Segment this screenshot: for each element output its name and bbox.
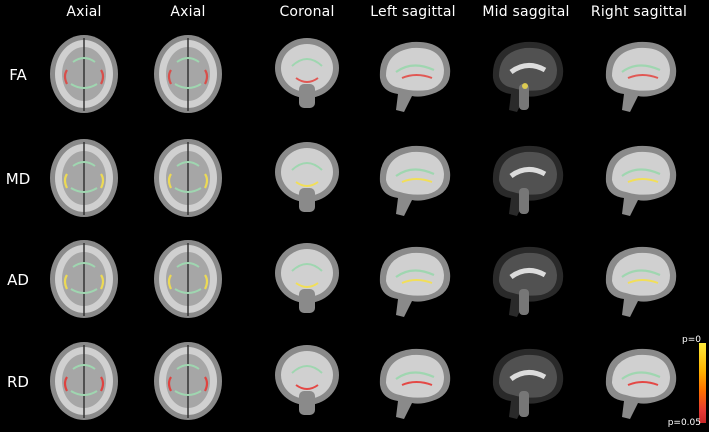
column-title-coronal: Coronal: [279, 4, 335, 20]
column-title-left-sagittal: Left sagittal: [370, 4, 456, 20]
row-label-rd: RD: [7, 373, 29, 391]
brain-slice-fa-axial-2: [147, 32, 229, 116]
brain-slice-md-coronal: [266, 136, 348, 220]
brain-slice-ad-axial-1: [43, 237, 125, 321]
colorbar-top-label: p=0: [682, 335, 701, 345]
brain-slice-fa-right-sagittal: [598, 32, 680, 116]
brain-slice-fa-left-sagittal: [372, 32, 454, 116]
brain-slice-md-mid-sagittal: [485, 136, 567, 220]
column-title-axial-2: Axial: [170, 4, 206, 20]
brain-slice-md-left-sagittal: [372, 136, 454, 220]
column-title-right-sagittal: Right sagittal: [590, 4, 688, 20]
brain-slice-rd-mid-sagittal: [485, 339, 567, 423]
row-label-fa: FA: [9, 66, 27, 84]
brain-slice-fa-coronal: [266, 32, 348, 116]
brain-slice-ad-coronal: [266, 237, 348, 321]
brain-slice-ad-right-sagittal: [598, 237, 680, 321]
brain-slice-fa-mid-sagittal: [485, 32, 567, 116]
brain-slice-md-axial-1: [43, 136, 125, 220]
brain-slice-rd-left-sagittal: [372, 339, 454, 423]
brain-slice-ad-mid-sagittal: [485, 237, 567, 321]
colorbar-bottom-label: p=0.05: [667, 418, 701, 428]
brain-slice-fa-axial-1: [43, 32, 125, 116]
column-title-mid-sagittal: Mid saggital: [482, 4, 570, 20]
brain-slice-rd-axial-1: [43, 339, 125, 423]
brain-slice-rd-right-sagittal: [598, 339, 680, 423]
brain-slice-rd-axial-2: [147, 339, 229, 423]
row-label-ad: AD: [7, 271, 29, 289]
column-title-axial-1: Axial: [66, 4, 102, 20]
brain-slice-md-right-sagittal: [598, 136, 680, 220]
brain-slice-ad-axial-2: [147, 237, 229, 321]
row-label-md: MD: [5, 170, 31, 188]
brain-slice-rd-coronal: [266, 339, 348, 423]
brain-slice-ad-left-sagittal: [372, 237, 454, 321]
brain-slice-md-axial-2: [147, 136, 229, 220]
p-value-colorbar: [699, 343, 706, 423]
